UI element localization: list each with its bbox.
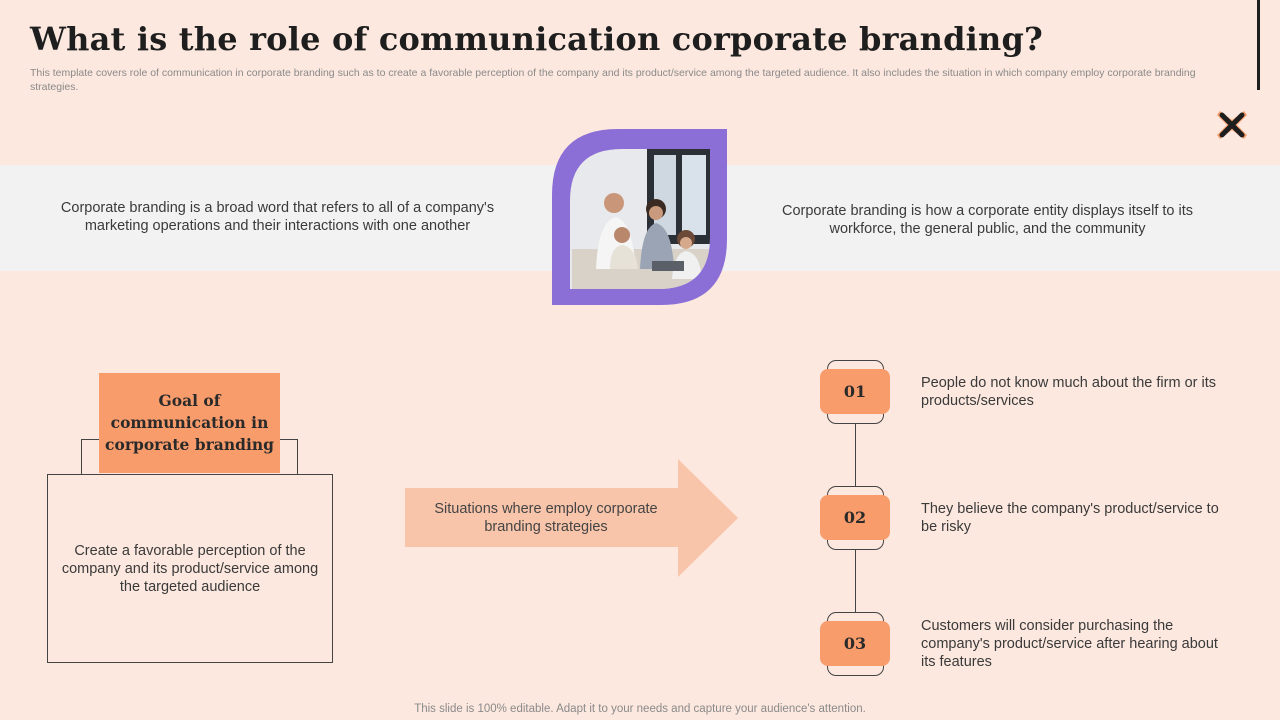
situations-arrow	[405, 459, 738, 577]
team-meeting-photo	[570, 149, 710, 289]
goal-heading: Goal of communication in corporate brand…	[99, 373, 280, 473]
footer-note: This slide is 100% editable. Adapt it to…	[414, 703, 866, 715]
definition-left-text: Corporate branding is a broad word that …	[60, 200, 495, 234]
leaf-photo-frame	[552, 129, 727, 305]
step-number: 01	[820, 369, 890, 414]
corner-accent-line	[1257, 0, 1260, 90]
close-icon[interactable]	[1213, 106, 1251, 144]
step-number: 02	[820, 495, 890, 540]
step-01-badge: 01	[820, 360, 890, 424]
definition-right-text: Corporate branding is how a corporate en…	[781, 203, 1194, 237]
page-title: What is the role of communication corpor…	[30, 20, 1044, 58]
step-01-text: People do not know much about the firm o…	[921, 375, 1216, 409]
step-03-badge: 03	[820, 612, 890, 676]
goal-card	[47, 474, 333, 663]
step-03-text: Customers will consider purchasing the c…	[921, 618, 1218, 670]
page-subtitle: This template covers role of communicati…	[30, 67, 1196, 93]
goal-text: Create a favorable perception of the com…	[61, 543, 319, 595]
step-02-badge: 02	[820, 486, 890, 550]
step-02-text: They believe the company's product/servi…	[921, 501, 1219, 535]
step-number: 03	[820, 621, 890, 666]
situations-arrow-text: Situations where employ corporate brandi…	[434, 501, 658, 535]
